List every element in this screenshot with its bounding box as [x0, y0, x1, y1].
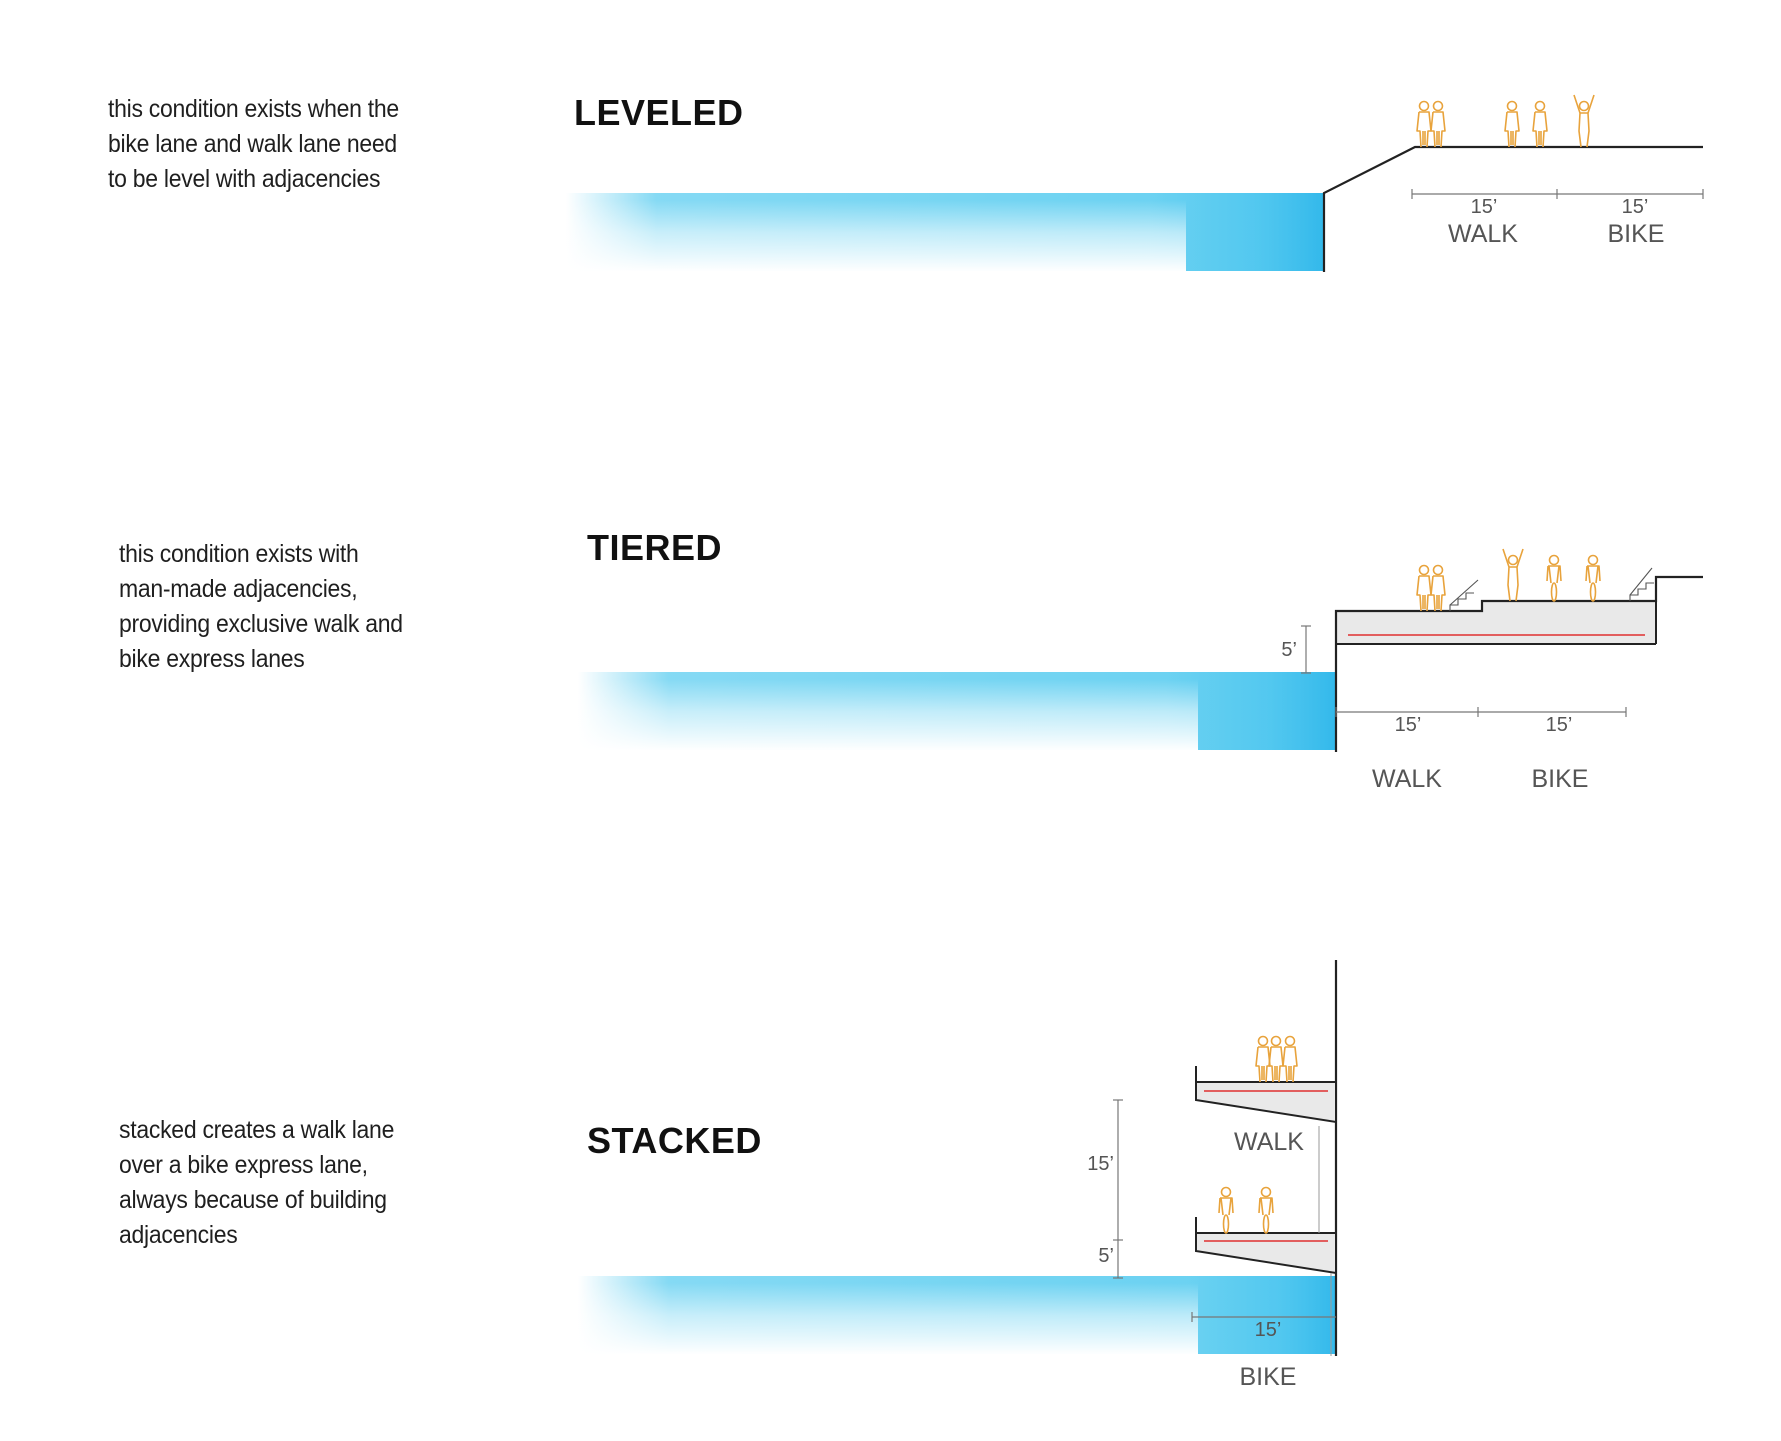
description-line: providing exclusive walk and	[119, 610, 403, 638]
stair-rail	[1449, 579, 1479, 611]
leveled-title: LEVELED	[574, 92, 744, 133]
deck-fill	[1336, 601, 1656, 644]
tier-height-dim: 5’	[1281, 639, 1297, 661]
description-line: over a bike express lane,	[119, 1151, 368, 1179]
upper-deck	[1195, 1081, 1337, 1124]
bike-width-dim: 15’	[1255, 1319, 1282, 1341]
walk-width-dim: 15’	[1395, 714, 1422, 736]
description-line: this condition exists when the	[108, 95, 399, 123]
lower-deck	[1195, 1232, 1337, 1275]
bike-lane-label: BIKE	[1608, 220, 1665, 248]
walk-lane-label: WALK	[1372, 765, 1442, 793]
water-fade	[578, 679, 1198, 751]
stacked-title: STACKED	[587, 1120, 762, 1161]
ground-profile-line	[1334, 575, 1703, 752]
tiered-description: this condition exists with man-made adja…	[119, 537, 403, 677]
description-line: bike lane and walk lane need	[108, 130, 397, 158]
description-line: bike express lanes	[119, 645, 305, 673]
leveled-description: this condition exists when the bike lane…	[108, 92, 399, 197]
bike-width-dim: 15’	[1546, 714, 1573, 736]
walk-lane-label: WALK	[1448, 220, 1518, 248]
water-fade	[566, 200, 1186, 272]
bike-width-dim: 15’	[1622, 196, 1649, 218]
bike-lane-label: BIKE	[1532, 765, 1589, 793]
water-body	[1190, 1276, 1335, 1354]
description-line: this condition exists with	[119, 540, 359, 568]
description-line: adjacencies	[119, 1221, 238, 1249]
description-line: stacked creates a walk lane	[119, 1116, 395, 1144]
bike-lane-label: BIKE	[1240, 1363, 1297, 1391]
water-fade	[578, 1283, 1198, 1355]
ground-profile-line	[1322, 145, 1703, 272]
tiered-title: TIERED	[587, 527, 723, 568]
stacked-description: stacked creates a walk lane over a bike …	[119, 1113, 394, 1253]
description-line: man-made adjacencies,	[119, 575, 358, 603]
walk-lane-label: WALK	[1234, 1128, 1304, 1156]
stacked-section: 15’ 5’ WALK 15’ BIKE	[578, 960, 1338, 1391]
description-line: to be level with adjacencies	[108, 165, 381, 193]
leveled-section: 15’ 15’ WALK BIKE	[566, 94, 1704, 272]
upper-height-dim: 15’	[1087, 1153, 1114, 1175]
description-line: always because of building	[119, 1186, 387, 1214]
lower-height-dim: 5’	[1098, 1245, 1114, 1267]
stair-rail	[1629, 567, 1654, 601]
tiered-section: 5’ 15’ 15’ WALK BIKE	[578, 548, 1703, 793]
walk-width-dim: 15’	[1471, 196, 1498, 218]
